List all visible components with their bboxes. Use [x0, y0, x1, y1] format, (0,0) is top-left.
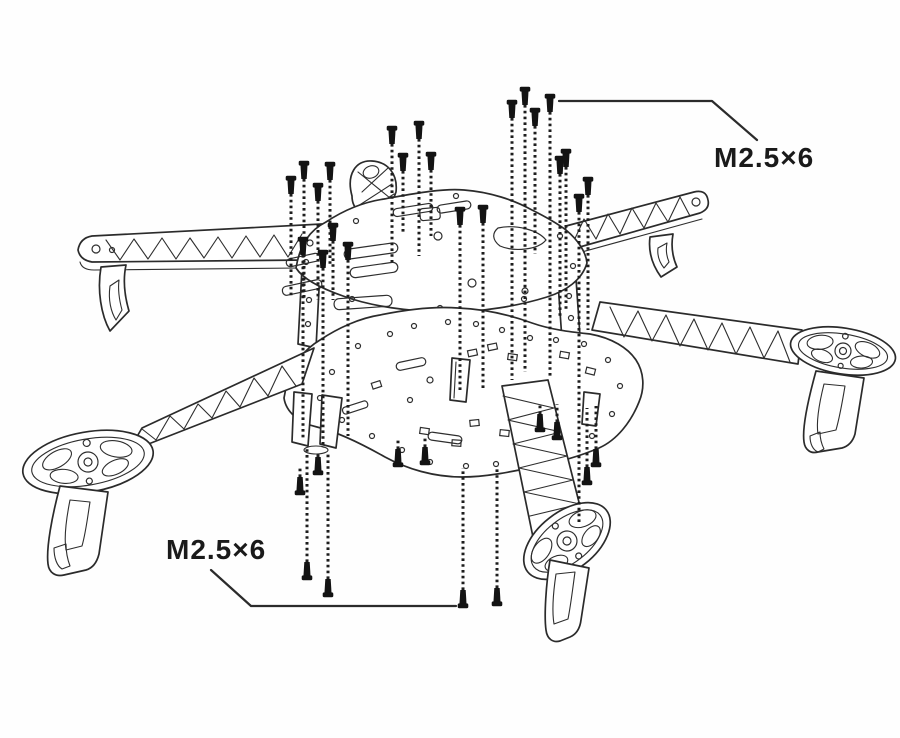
screw	[312, 182, 324, 300]
screw	[590, 406, 602, 468]
support-fin-left	[98, 264, 130, 332]
screw	[534, 404, 546, 433]
screw	[312, 452, 324, 476]
screw	[573, 193, 585, 525]
arm-upper-left	[77, 223, 323, 332]
screw-size-label-top-right: M2.5×6	[714, 142, 814, 173]
screw	[419, 438, 431, 466]
screw	[327, 222, 339, 300]
screw	[317, 249, 329, 448]
motor-pod-right	[789, 325, 897, 377]
upper-frame-assembly	[77, 160, 710, 349]
screw	[581, 408, 593, 486]
leader-line-bottom-left	[209, 568, 458, 608]
screws-top-group	[285, 86, 594, 525]
screw	[413, 120, 425, 256]
arm-right	[591, 301, 897, 454]
screw	[322, 452, 334, 598]
bottom-plate-pads	[341, 342, 597, 447]
screw	[519, 86, 531, 372]
screws-bottom-group	[294, 404, 602, 609]
screw	[425, 151, 437, 236]
leader-line-top-right	[557, 99, 759, 142]
support-fin-right	[648, 233, 678, 278]
screw	[582, 176, 594, 330]
screw	[297, 236, 309, 440]
motor-pod-left	[21, 429, 155, 495]
screw	[397, 152, 409, 232]
arm-front	[501, 379, 612, 643]
screw	[301, 448, 313, 581]
screw	[506, 99, 518, 380]
screw-size-label-bottom-left: M2.5×6	[166, 534, 266, 565]
screw-with-label-leader	[544, 93, 556, 378]
lower-frame-assembly	[21, 301, 897, 643]
screw	[529, 107, 541, 254]
screw	[342, 241, 354, 436]
landing-skid-front	[544, 559, 590, 643]
screw	[454, 206, 466, 392]
landing-skid-left	[46, 485, 109, 577]
screw	[560, 148, 572, 310]
screw	[477, 204, 489, 388]
motor-pod-front	[522, 501, 612, 581]
screw	[554, 155, 566, 318]
screw	[324, 161, 336, 264]
screw	[294, 468, 306, 496]
screw	[285, 175, 297, 296]
arm-left	[21, 347, 315, 577]
landing-skid-right	[802, 370, 865, 454]
screw	[386, 125, 398, 262]
screw	[457, 468, 469, 609]
screw	[551, 404, 563, 441]
arm-clamp-pillar-right	[581, 391, 601, 427]
arm-upper-right	[559, 190, 710, 278]
screw	[491, 466, 503, 607]
screw	[392, 438, 404, 468]
arm-clamp-pillar-center	[449, 357, 471, 403]
